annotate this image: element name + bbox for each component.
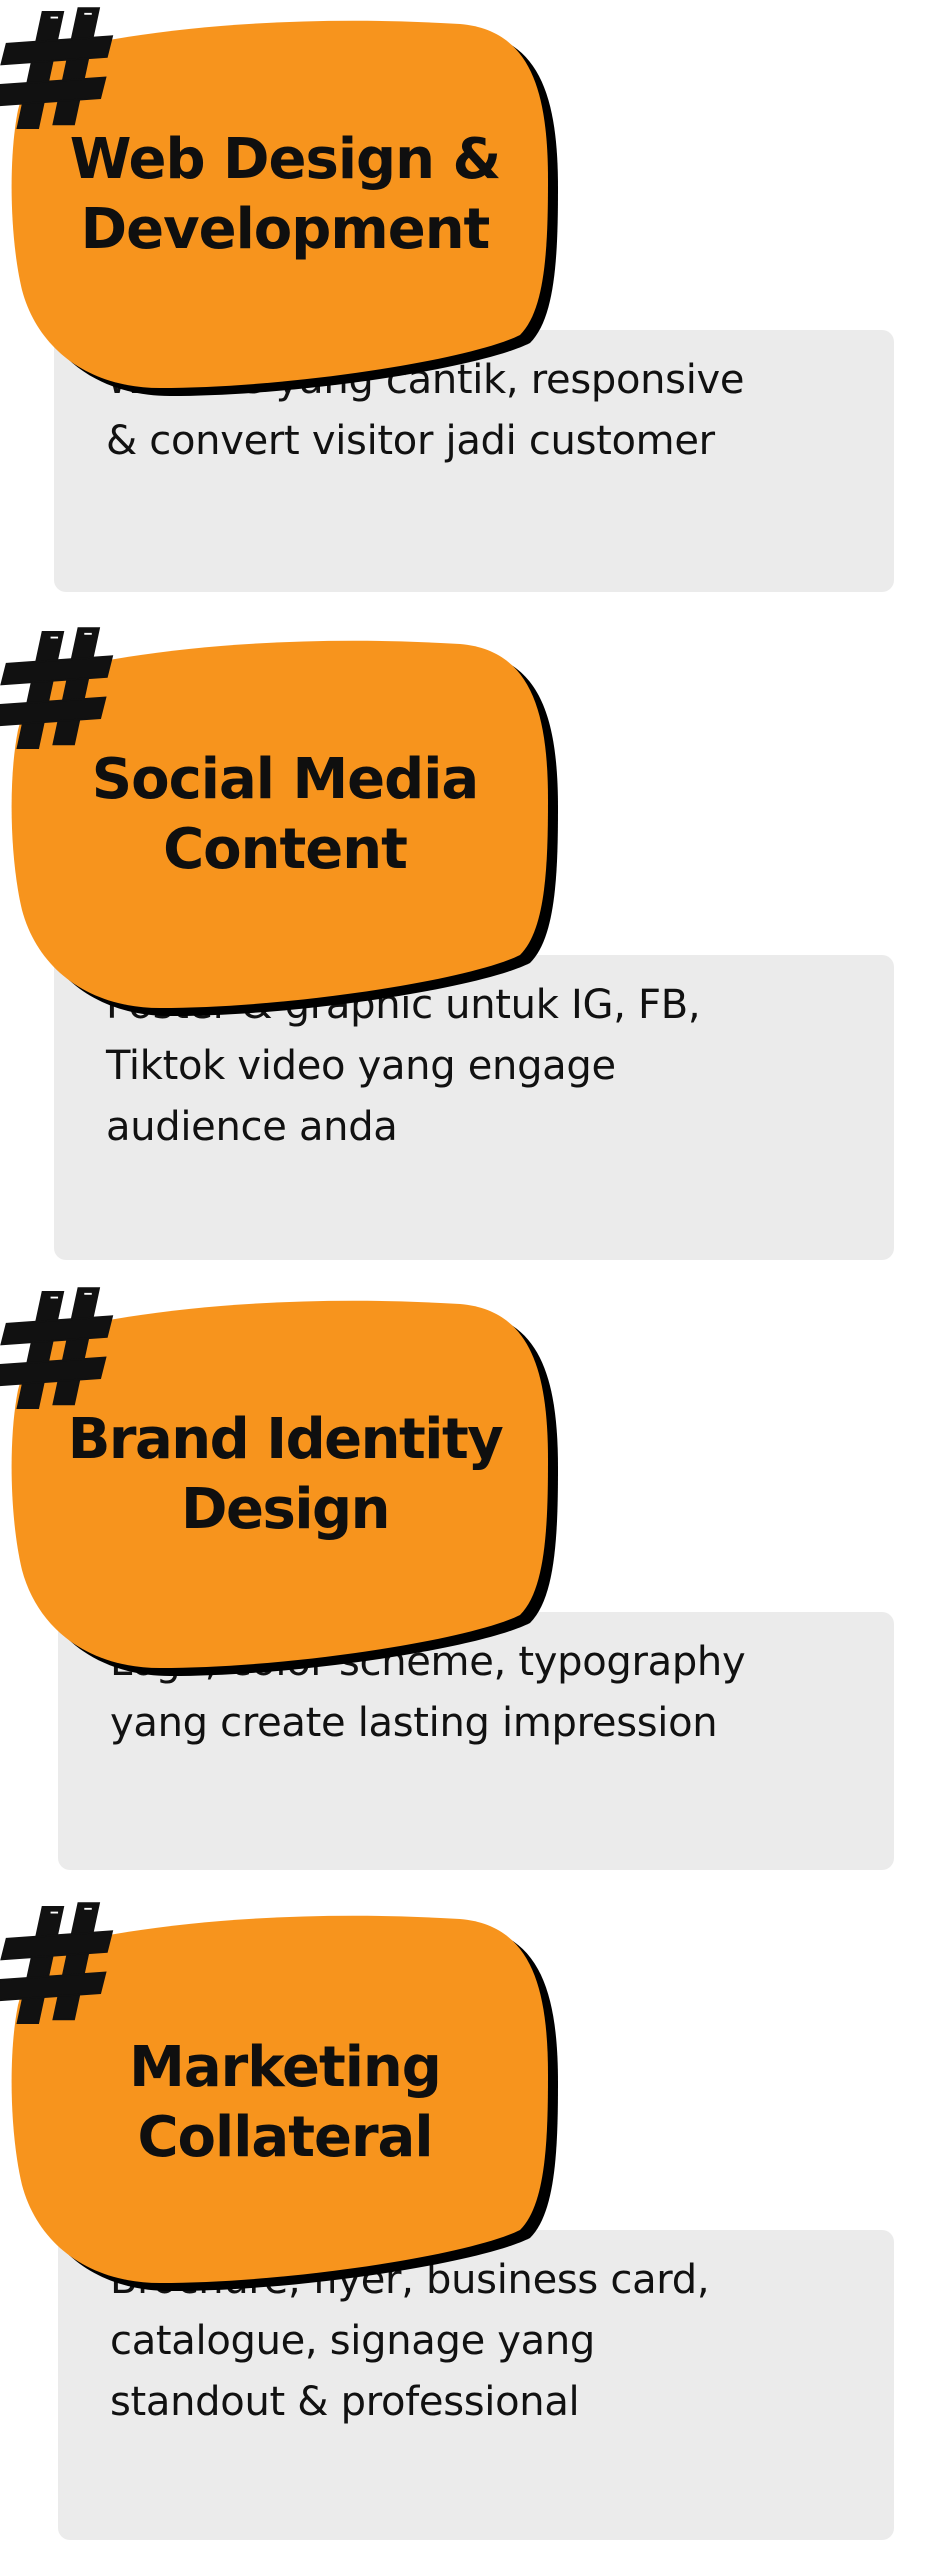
service-title-blob: Web Design & Development	[0, 10, 565, 410]
hashtag-icon	[0, 627, 115, 750]
service-title: Social Media Content	[91, 747, 479, 882]
service-title: Marketing Collateral	[129, 2035, 442, 2170]
service-title: Brand Identity Design	[67, 1407, 504, 1542]
service-title-blob: Social Media Content	[0, 630, 565, 1030]
hashtag-icon	[0, 7, 115, 130]
service-description-box: Poster & graphic untuk IG, FB, Tiktok vi…	[54, 955, 894, 1260]
hashtag-icon	[0, 1287, 115, 1410]
service-title-blob: Brand Identity Design	[0, 1290, 565, 1690]
service-description-box: Brochure, flyer, business card, catalogu…	[58, 2230, 894, 2540]
service-title: Web Design & Development	[69, 127, 502, 262]
service-title-blob: Marketing Collateral	[0, 1905, 565, 2305]
hashtag-icon	[0, 1902, 115, 2025]
